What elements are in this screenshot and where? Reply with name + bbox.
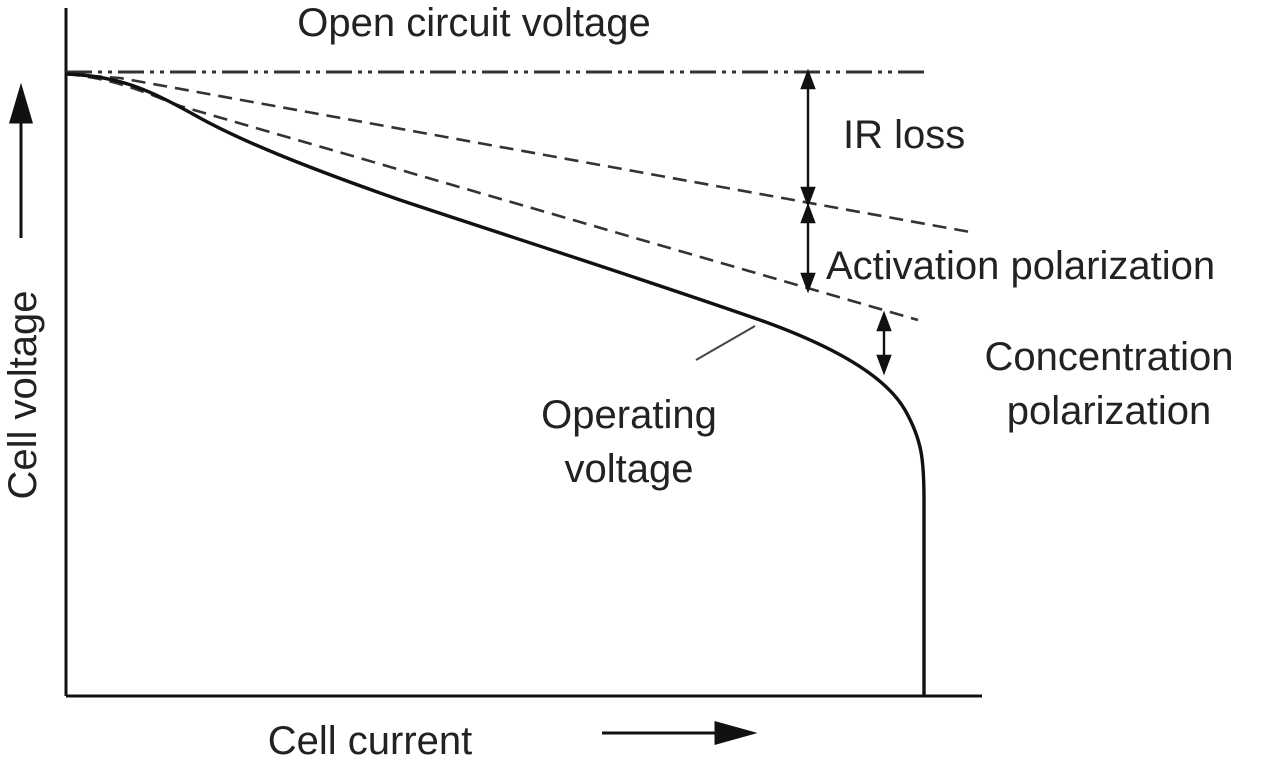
operating-voltage-label-line2: voltage — [565, 447, 694, 491]
activation-polarization-label: Activation polarization — [826, 244, 1215, 288]
concentration-polarization-label-line1: Concentration — [984, 335, 1233, 379]
activation-polarization-dashed-line — [65, 72, 919, 322]
operating-voltage-label-line1: Operating — [541, 393, 717, 437]
ir-loss-arrow — [800, 68, 816, 208]
concentration-polarization-label-line2: polarization — [1007, 389, 1212, 433]
operating-voltage-curve — [65, 72, 926, 696]
concentration-polarization-arrow — [876, 310, 892, 376]
activation-polarization-arrow — [800, 202, 816, 294]
open-circuit-voltage-label: Open circuit voltage — [297, 1, 651, 45]
ir-loss-label: IR loss — [843, 113, 965, 157]
x-axis-label: Cell current — [268, 719, 473, 757]
y-axis-label: Cell voltage — [1, 290, 45, 499]
x-axis-direction-arrow — [602, 721, 758, 745]
operating-voltage-leader-line — [695, 325, 756, 361]
ir-loss-dashed-line — [65, 72, 971, 234]
y-axis-direction-arrow — [8, 82, 34, 238]
